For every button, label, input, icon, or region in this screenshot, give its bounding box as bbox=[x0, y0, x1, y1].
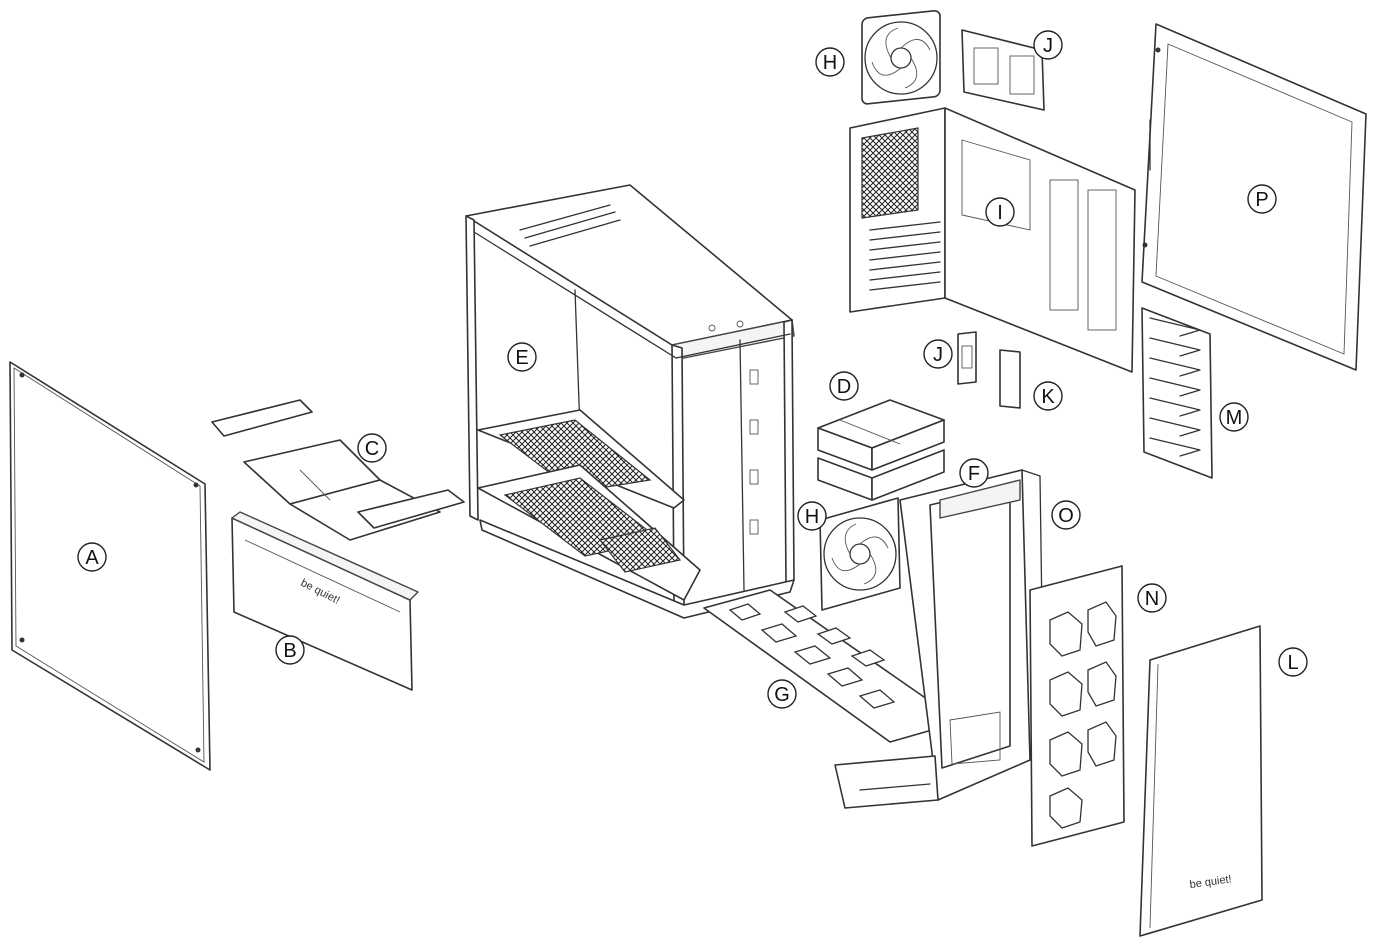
part-l-front-panel: be quiet! bbox=[1139, 625, 1263, 937]
svg-text:E: E bbox=[515, 347, 528, 369]
part-g-bottom-filter bbox=[703, 589, 961, 743]
callout-o: O bbox=[1051, 500, 1081, 530]
svg-text:A: A bbox=[85, 547, 99, 569]
part-a-side-panel bbox=[9, 361, 211, 771]
part-d-drive-cages bbox=[817, 399, 945, 501]
callout-c: C bbox=[357, 433, 387, 463]
part-n-front-filter bbox=[1029, 565, 1125, 847]
callout-d: D bbox=[829, 371, 859, 401]
callout-h-mid: H bbox=[797, 501, 827, 531]
callout-g: G bbox=[767, 679, 797, 709]
part-k-ssd-bracket bbox=[999, 349, 1021, 409]
svg-text:H: H bbox=[823, 52, 837, 74]
svg-text:J: J bbox=[933, 344, 943, 366]
svg-text:B: B bbox=[283, 640, 296, 662]
svg-text:N: N bbox=[1145, 588, 1159, 610]
callout-n: N bbox=[1137, 583, 1167, 613]
part-e-main-chassis bbox=[465, 184, 795, 619]
part-m-slot-covers bbox=[1141, 307, 1213, 479]
part-b-psu-shroud-cover: be quiet! bbox=[231, 511, 419, 691]
svg-text:C: C bbox=[365, 438, 379, 460]
svg-text:M: M bbox=[1226, 407, 1243, 429]
callout-a: A bbox=[77, 542, 107, 572]
part-j-top-bracket bbox=[961, 29, 1045, 111]
logo-text-l: be quiet! bbox=[1189, 873, 1232, 891]
svg-text:H: H bbox=[805, 506, 819, 528]
svg-text:K: K bbox=[1041, 386, 1055, 408]
svg-text:J: J bbox=[1043, 35, 1053, 57]
svg-text:D: D bbox=[837, 376, 851, 398]
svg-text:L: L bbox=[1287, 652, 1298, 674]
part-j-mid-bracket bbox=[957, 331, 977, 385]
callout-i: I bbox=[985, 197, 1015, 227]
part-h-top-fan bbox=[861, 9, 941, 105]
svg-text:I: I bbox=[997, 202, 1003, 224]
svg-text:F: F bbox=[968, 463, 980, 485]
part-f-front-frame bbox=[834, 469, 1031, 809]
callout-p: P bbox=[1247, 184, 1277, 214]
svg-text:G: G bbox=[774, 684, 790, 706]
svg-text:O: O bbox=[1058, 505, 1074, 527]
callout-j-mid: J bbox=[923, 339, 953, 369]
callout-h-top: H bbox=[815, 47, 845, 77]
callout-l: L bbox=[1278, 647, 1308, 677]
callout-b: B bbox=[275, 635, 305, 665]
svg-text:P: P bbox=[1255, 189, 1268, 211]
callout-e: E bbox=[507, 342, 537, 372]
callout-j-top: J bbox=[1033, 30, 1063, 60]
callout-f: F bbox=[959, 458, 989, 488]
callout-k: K bbox=[1033, 381, 1063, 411]
part-c-top-covers bbox=[211, 399, 465, 541]
part-i-motherboard-tray bbox=[849, 107, 1136, 373]
callout-m: M bbox=[1219, 402, 1249, 432]
part-h-front-fan bbox=[819, 497, 901, 611]
